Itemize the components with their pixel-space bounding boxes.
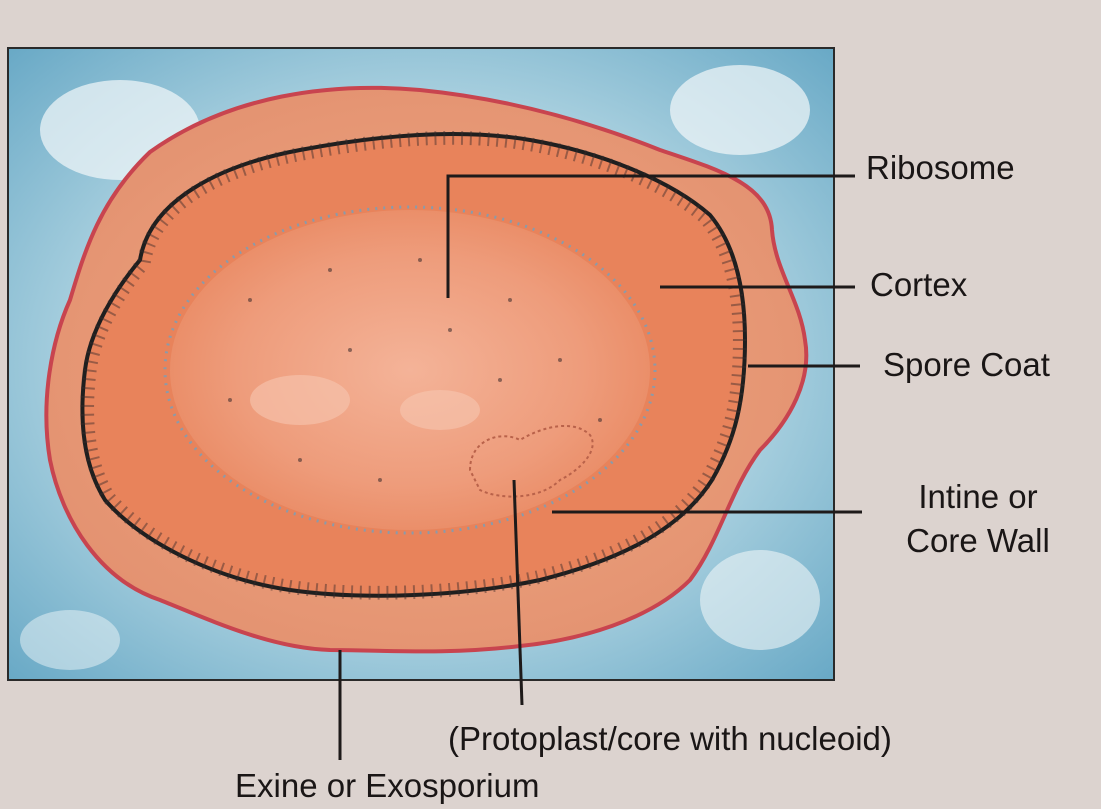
protoplast-core: [170, 210, 650, 530]
ribosome-label: Ribosome: [866, 149, 1015, 187]
exine-label: Exine or Exosporium: [235, 767, 539, 805]
intine-label-line2: Core Wall: [878, 522, 1078, 560]
intine-label-line1: Intine or: [878, 478, 1078, 516]
protoplast-label: (Protoplast/core with nucleoid): [448, 720, 892, 758]
cortex-label: Cortex: [870, 266, 967, 304]
spore-coat-label: Spore Coat: [883, 346, 1050, 384]
